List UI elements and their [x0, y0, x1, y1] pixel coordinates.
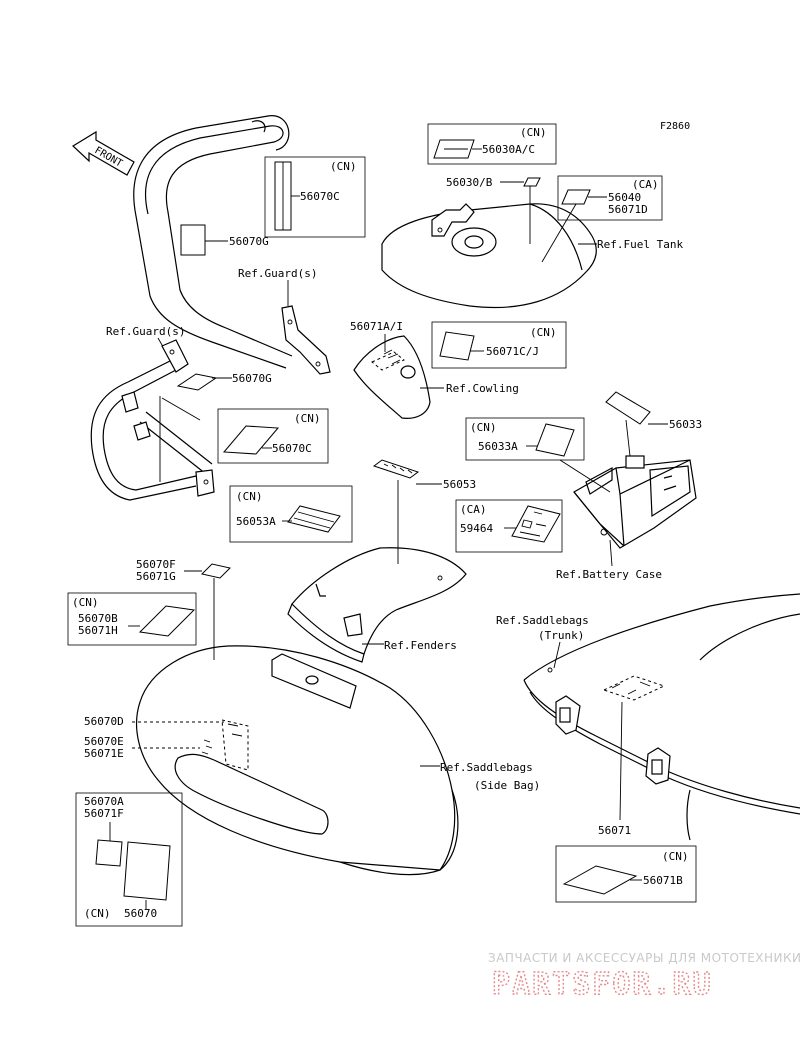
front-guard-drawing [90, 339, 215, 501]
label-56070g-top: 56070G [229, 235, 269, 248]
box-cn-56033a [465, 417, 585, 461]
label-56070b: 56070B [78, 612, 118, 625]
label-59464: 59464 [460, 522, 493, 535]
label-56070a: 56070A [84, 795, 124, 808]
sticker-56071cj [439, 331, 475, 361]
label-56071d: 56071D [608, 203, 648, 216]
region-tag-cn: (CN) [470, 421, 497, 434]
watermark-brand: PARTSFOR.RU [492, 967, 713, 1002]
sticker-56040 [561, 189, 591, 205]
label-56071h: 56071H [78, 624, 118, 637]
sticker-56053a [287, 505, 341, 533]
label-56040: 56040 [608, 191, 641, 204]
box-ca-56040 [557, 175, 663, 221]
saddlebag-side-drawing [135, 645, 459, 876]
label-56053: 56053 [443, 478, 476, 491]
ref-cowling: Ref.Cowling [446, 382, 519, 395]
region-tag-cn: (CN) [294, 412, 321, 425]
region-tag-cn: (CN) [84, 907, 111, 920]
sticker-56071b [562, 865, 638, 895]
label-56033a: 56033A [478, 440, 518, 453]
label-56071f: 56071F [84, 807, 124, 820]
region-tag-cn: (CN) [236, 490, 263, 503]
box-cn-56070b [67, 592, 197, 646]
ref-guard-left: Ref.Guard(s) [106, 325, 185, 338]
label-56071e: 56071E [84, 747, 124, 760]
ref-fuel-tank: Ref.Fuel Tank [597, 238, 683, 251]
label-56071cj: 56071C/J [486, 345, 539, 358]
ref-fenders: Ref.Fenders [384, 639, 457, 652]
label-56071: 56071 [598, 824, 631, 837]
label-56030ac: 56030A/C [482, 143, 535, 156]
rear-guard-drawing [133, 115, 331, 375]
figure-code: F2860 [660, 121, 690, 132]
region-tag-cn: (CN) [530, 326, 557, 339]
region-tag-cn: (CN) [330, 160, 357, 173]
sticker-56070b [138, 605, 196, 637]
ref-saddlebags-trunk-1: Ref.Saddlebags [496, 614, 589, 627]
ref-saddlebags-trunk-2: (Trunk) [538, 629, 584, 642]
sticker-56070f [201, 563, 231, 579]
sticker-56070c-mid [222, 425, 280, 455]
label-56071b: 56071B [643, 874, 683, 887]
label-56070g-mid: 56070G [232, 372, 272, 385]
label-56053a: 56053A [236, 515, 276, 528]
fender-drawing [287, 547, 467, 663]
sticker-56070g-top [180, 224, 206, 256]
region-tag-cn: (CN) [520, 126, 547, 139]
label-56033: 56033 [669, 418, 702, 431]
label-56070e: 56070E [84, 735, 124, 748]
label-56070d: 56070D [84, 715, 124, 728]
fuel-tank-drawing [381, 203, 597, 309]
box-cn-56053a [229, 485, 353, 543]
sticker-56070 [123, 841, 171, 901]
ref-battery-case: Ref.Battery Case [556, 568, 662, 581]
region-tag-cn: (CN) [72, 596, 99, 609]
region-tag-cn: (CN) [662, 850, 689, 863]
label-56071g: 56071G [136, 570, 176, 583]
sticker-56033 [605, 391, 651, 425]
trunk-drawing [523, 593, 800, 841]
ref-saddlebags-side-2: (Side Bag) [474, 779, 540, 792]
region-tag-ca: (CA) [460, 503, 487, 516]
sticker-56070a [95, 839, 123, 867]
label-56071ai: 56071A/I [350, 320, 403, 333]
box-cn-56071b [555, 845, 697, 903]
box-cn-56071cj [431, 321, 567, 369]
box-ca-59464 [455, 499, 563, 553]
label-56070: 56070 [124, 907, 157, 920]
box-cn-56070a [75, 792, 183, 927]
region-tag-ca: (CA) [632, 178, 659, 191]
label-56030b: 56030/B [446, 176, 493, 189]
box-cn-56070c-mid [217, 408, 329, 464]
sticker-56053 [372, 459, 420, 479]
label-56070c-mid: 56070C [272, 442, 312, 455]
ref-saddlebags-side-1: Ref.Saddlebags [440, 761, 533, 774]
sticker-56033a [535, 423, 575, 457]
cowling-drawing [353, 335, 431, 419]
battery-case-drawing [573, 455, 697, 549]
watermark-tagline: ЗАПЧАСТИ И АКСЕССУАРЫ ДЛЯ МОТОТЕХНИКИ [488, 951, 800, 965]
ref-guard-top: Ref.Guard(s) [238, 267, 317, 280]
label-56070c-top: 56070C [300, 190, 340, 203]
label-56070f: 56070F [136, 558, 176, 571]
box-cn-56070c-top [264, 156, 366, 238]
sticker-56070g-mid [176, 373, 218, 391]
sticker-56030b [523, 177, 541, 187]
front-arrow-icon: FRONT [72, 130, 135, 176]
box-cn-56030ac [427, 123, 557, 165]
